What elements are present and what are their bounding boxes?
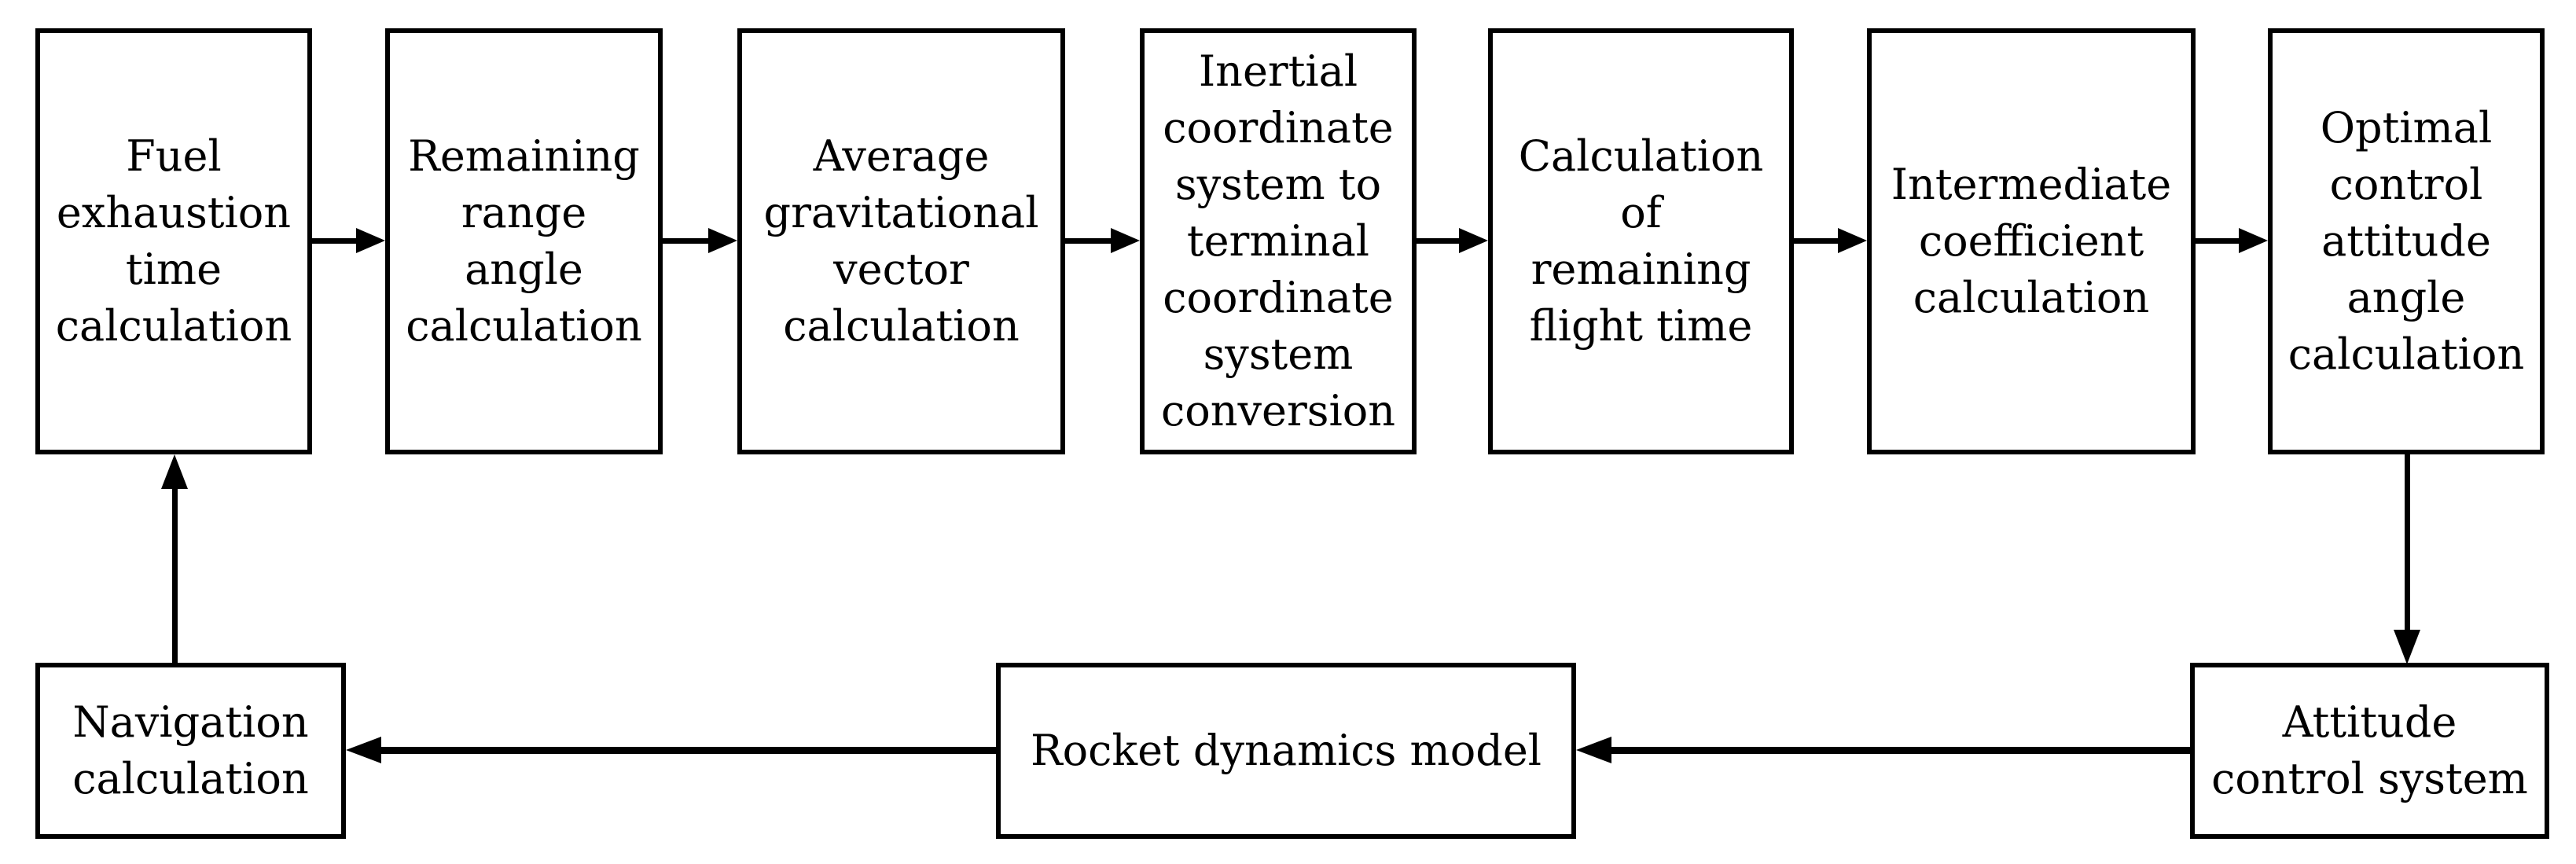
node-label: Remaining range angle calculation	[406, 131, 642, 351]
node-attitude-control-system: Attitude control system	[2190, 663, 2549, 839]
node-label: Navigation calculation	[72, 697, 309, 803]
arrow-line	[172, 483, 178, 663]
node-average-gravitational-vector-calculation: Average gravitational vector calculation	[737, 28, 1065, 454]
arrow-right-icon	[2239, 228, 2268, 253]
node-label: Intermediate coefficient calculation	[1891, 160, 2172, 322]
arrow-line	[2196, 238, 2240, 244]
node-label: Rocket dynamics model	[1030, 726, 1542, 775]
arrow-line	[312, 238, 357, 244]
arrow-line	[1794, 238, 1839, 244]
arrow-line	[1417, 238, 1460, 244]
arrow-down-icon	[2394, 630, 2420, 664]
node-intermediate-coefficient-calculation: Intermediate coefficient calculation	[1867, 28, 2196, 454]
arrow-left-icon	[346, 737, 381, 763]
arrow-right-icon	[356, 228, 385, 253]
arrow-line	[663, 238, 709, 244]
arrow-up-icon	[161, 454, 188, 489]
node-fuel-exhaustion-time-calculation: Fuel exhaustion time calculation	[35, 28, 312, 454]
node-remaining-range-angle-calculation: Remaining range angle calculation	[385, 28, 663, 454]
node-remaining-flight-time-calculation: Calculation of remaining flight time	[1488, 28, 1794, 454]
arrow-left-icon	[1576, 737, 1611, 763]
arrow-right-icon	[1838, 228, 1867, 253]
arrow-right-icon	[708, 228, 737, 253]
arrow-line	[1611, 747, 2190, 754]
node-label: Attitude control system	[2211, 697, 2528, 803]
arrow-line	[381, 747, 996, 754]
node-rocket-dynamics-model: Rocket dynamics model	[996, 663, 1576, 839]
node-label: Calculation of remaining flight time	[1518, 131, 1764, 351]
arrow-line	[2405, 454, 2410, 634]
node-label: Inertial coordinate system to terminal c…	[1160, 46, 1396, 436]
node-label: Optimal control attitude angle calculati…	[2288, 103, 2525, 379]
arrow-right-icon	[1459, 228, 1488, 253]
arrow-right-icon	[1111, 228, 1140, 253]
node-navigation-calculation: Navigation calculation	[35, 663, 346, 839]
node-label: Fuel exhaustion time calculation	[55, 131, 292, 351]
node-label: Average gravitational vector calculation	[763, 131, 1039, 351]
node-inertial-to-terminal-coordinate-conversion: Inertial coordinate system to terminal c…	[1140, 28, 1417, 454]
arrow-line	[1065, 238, 1112, 244]
node-optimal-control-attitude-angle-calculation: Optimal control attitude angle calculati…	[2268, 28, 2545, 454]
